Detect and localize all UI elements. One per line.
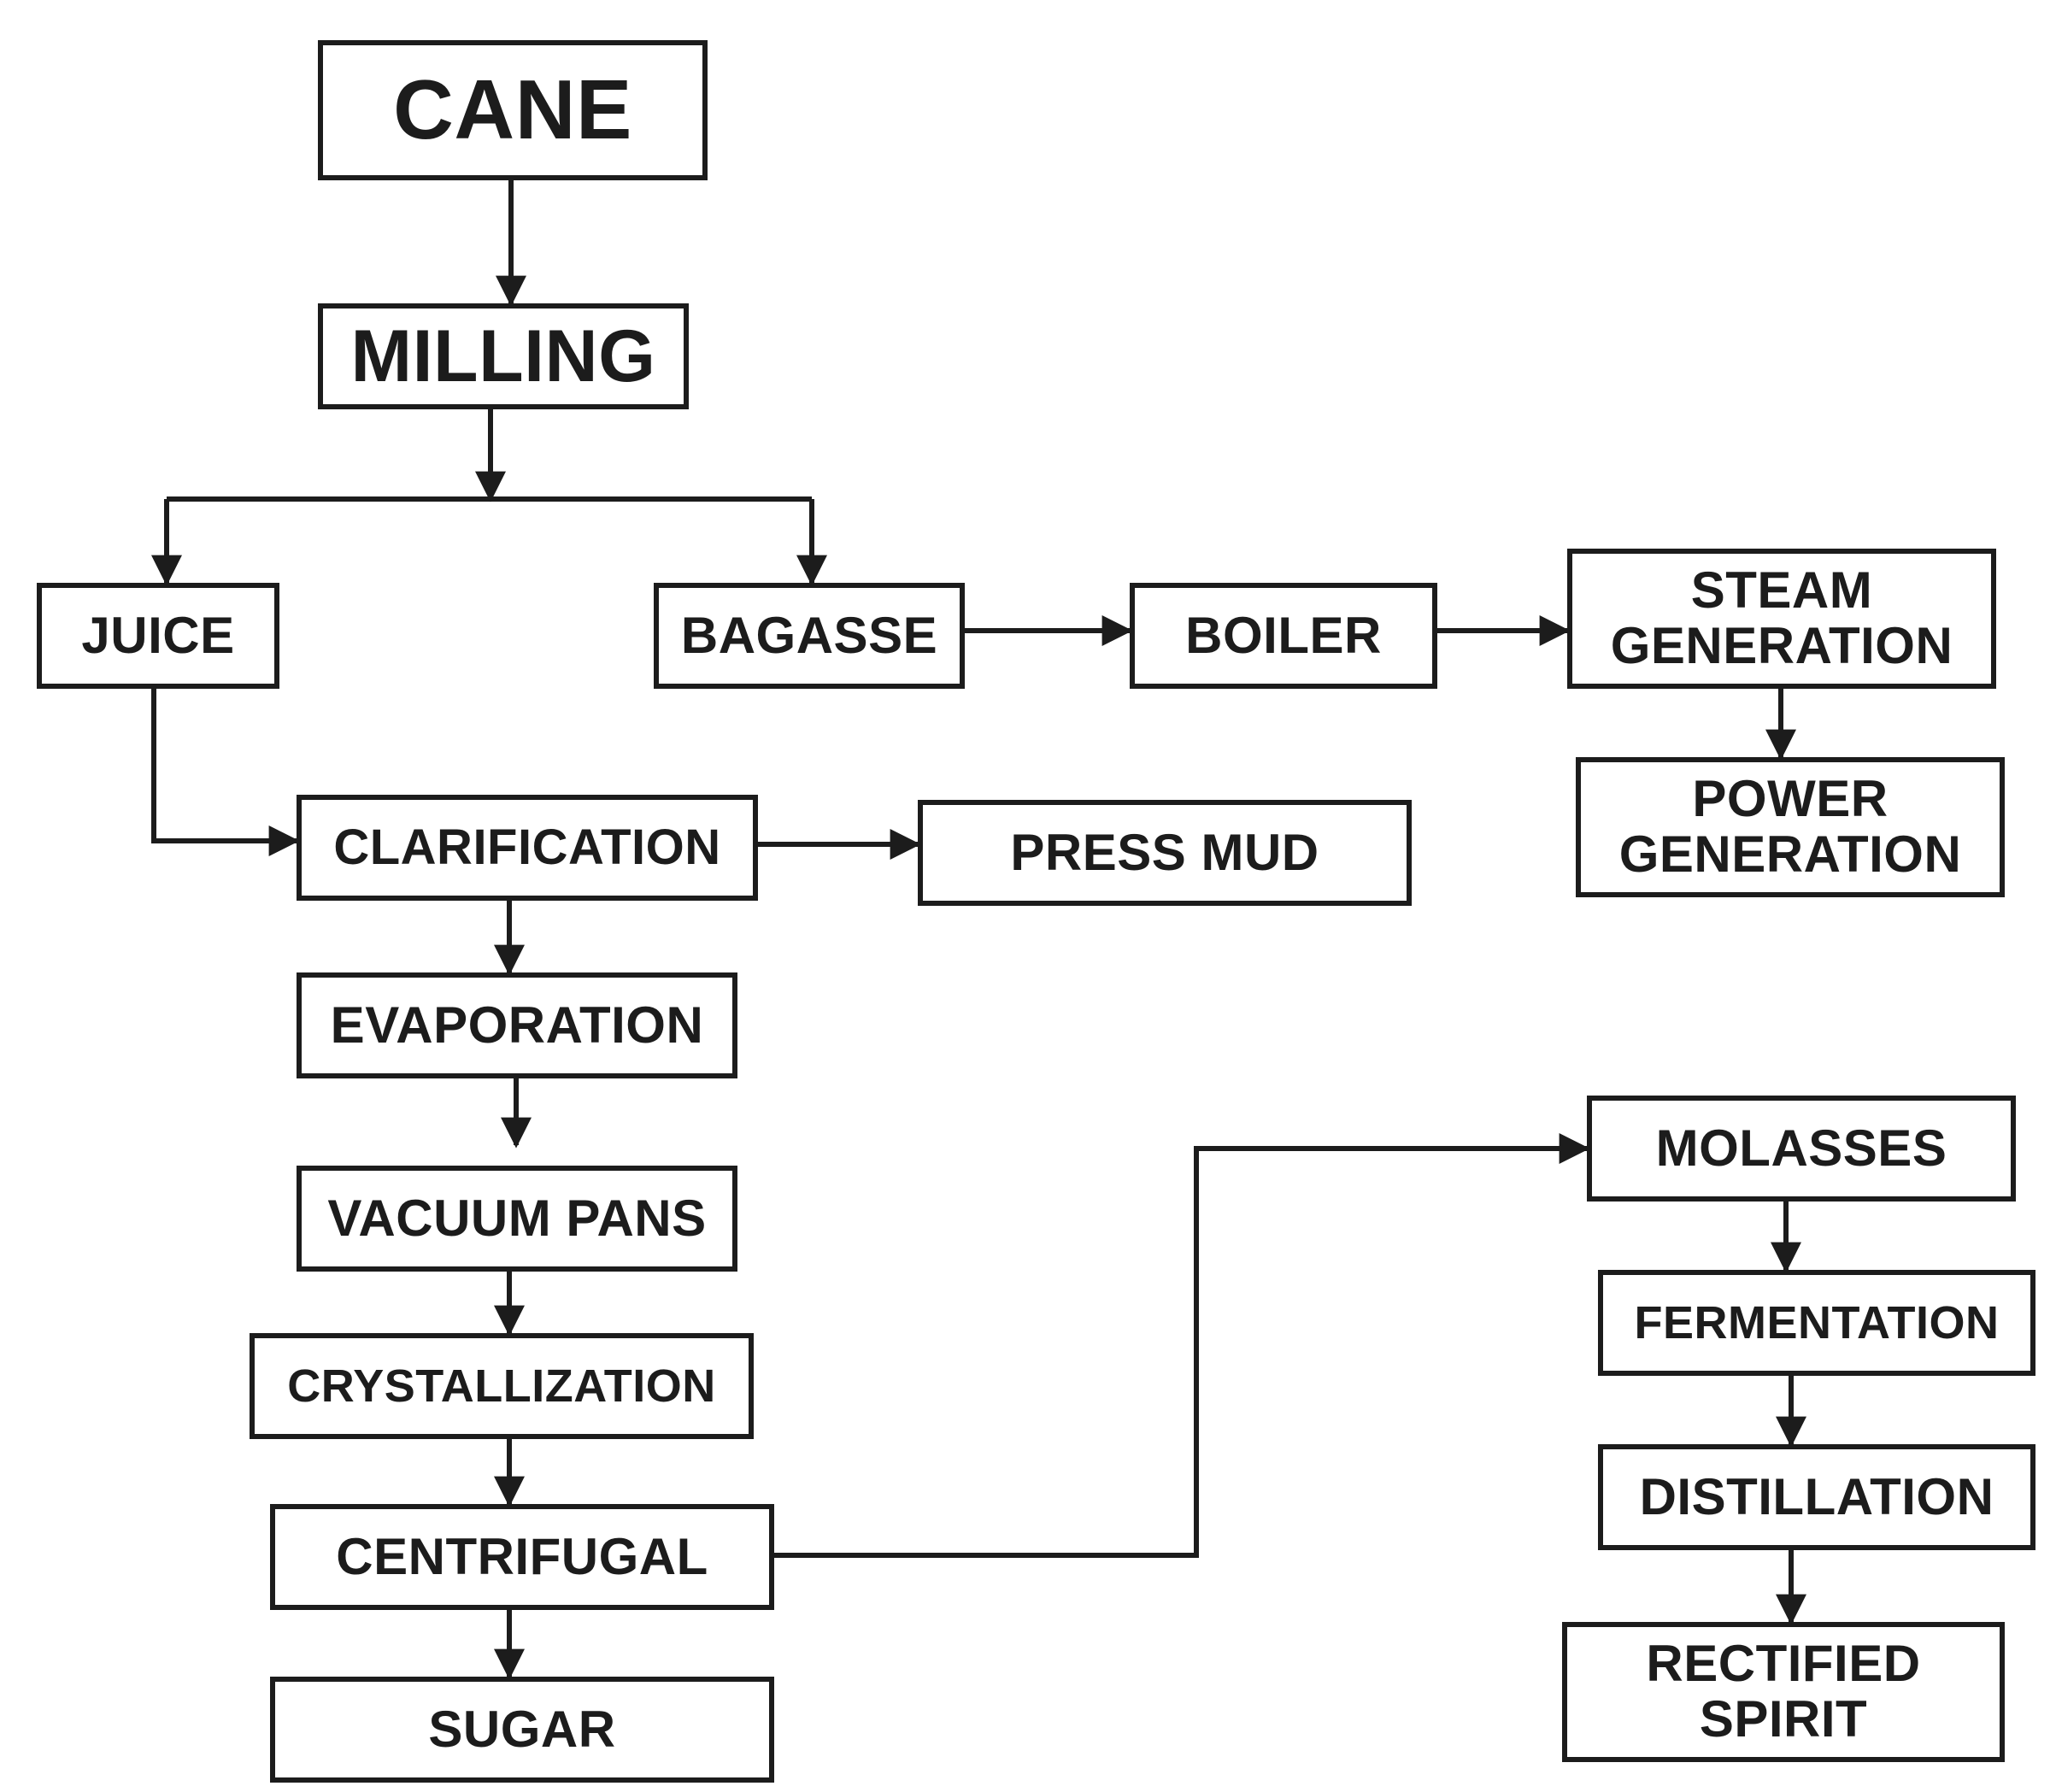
- node-sugar: SUGAR: [270, 1677, 774, 1783]
- node-molasses: MOLASSES: [1587, 1096, 2016, 1202]
- node-juice: JUICE: [37, 583, 279, 689]
- edge-centrifugal-molasses: [774, 1133, 1590, 1558]
- node-rectified-spirit-label: RECTIFIED SPIRIT: [1646, 1635, 1921, 1748]
- node-steam-generation-label: STEAM GENERATION: [1610, 561, 1953, 674]
- node-centrifugal: CENTRIFUGAL: [270, 1504, 774, 1610]
- node-evaporation-label: EVAPORATION: [330, 996, 704, 1054]
- node-evaporation: EVAPORATION: [297, 972, 737, 1078]
- node-cane-label: CANE: [393, 62, 632, 157]
- node-vacuum-pans-label: VACUUM PANS: [327, 1189, 707, 1247]
- node-crystallization-label: CRYSTALLIZATION: [287, 1360, 716, 1412]
- node-molasses-label: MOLASSES: [1655, 1119, 1947, 1177]
- node-steam-generation: STEAM GENERATION: [1567, 549, 1996, 689]
- node-distillation: DISTILLATION: [1598, 1444, 2035, 1550]
- node-boiler-label: BOILER: [1185, 606, 1382, 664]
- node-boiler: BOILER: [1130, 583, 1437, 689]
- node-bagasse: BAGASSE: [654, 583, 965, 689]
- node-power-generation-label: POWER GENERATION: [1618, 770, 1962, 883]
- node-cane: CANE: [318, 40, 708, 180]
- node-power-generation: POWER GENERATION: [1576, 757, 2005, 897]
- node-milling-label: MILLING: [350, 314, 656, 397]
- node-fermentation-label: FERMENTATION: [1634, 1296, 2000, 1348]
- node-juice-label: JUICE: [81, 606, 235, 664]
- node-bagasse-label: BAGASSE: [680, 606, 938, 664]
- edge-juice-clarification: [151, 689, 300, 856]
- node-clarification: CLARIFICATION: [297, 795, 758, 901]
- node-sugar-label: SUGAR: [428, 1700, 616, 1758]
- node-centrifugal-label: CENTRIFUGAL: [336, 1527, 708, 1585]
- node-vacuum-pans: VACUUM PANS: [297, 1166, 737, 1272]
- node-press-mud-label: PRESS MUD: [1010, 823, 1319, 881]
- node-milling: MILLING: [318, 303, 689, 409]
- node-press-mud: PRESS MUD: [918, 800, 1412, 906]
- node-fermentation: FERMENTATION: [1598, 1270, 2035, 1376]
- node-rectified-spirit: RECTIFIED SPIRIT: [1562, 1622, 2005, 1762]
- node-clarification-label: CLARIFICATION: [333, 819, 721, 875]
- node-distillation-label: DISTILLATION: [1639, 1467, 1994, 1525]
- node-crystallization: CRYSTALLIZATION: [250, 1333, 754, 1439]
